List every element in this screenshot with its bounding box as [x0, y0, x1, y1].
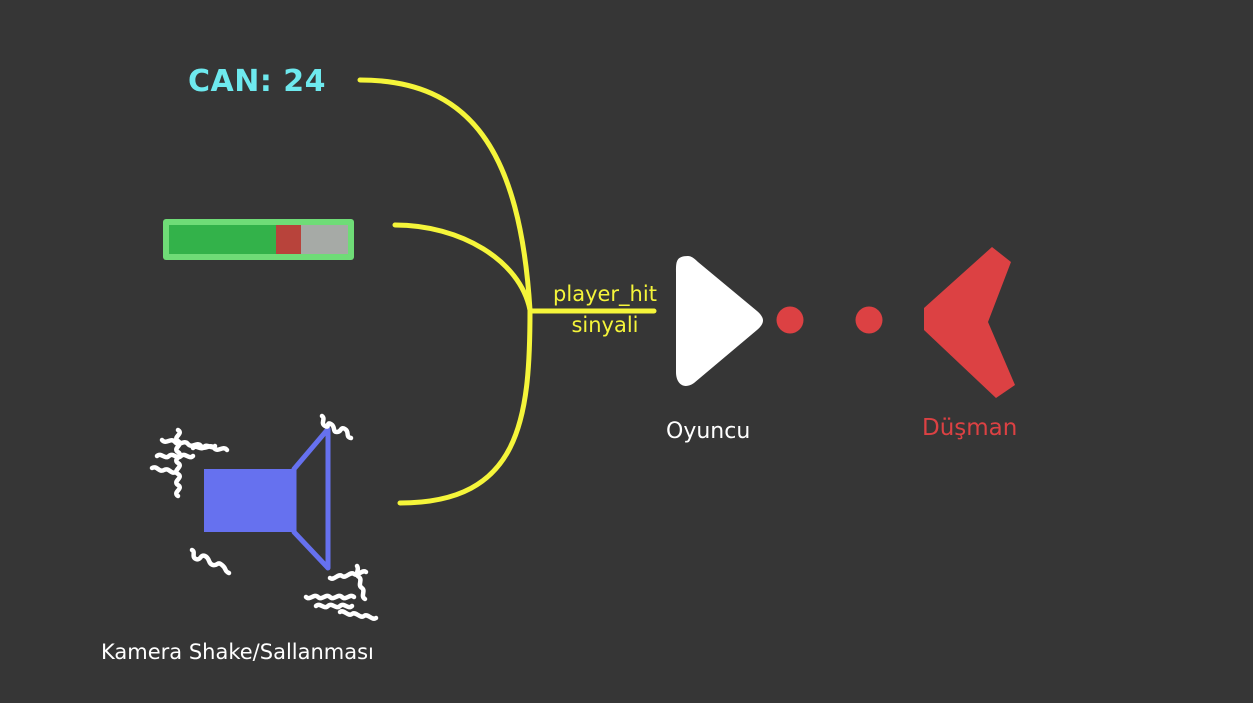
signal-label-line2: sinyali [571, 313, 639, 337]
health-bar [163, 219, 354, 260]
shake-lines-icon [149, 413, 379, 621]
player-label: Oyuncu [666, 419, 751, 444]
signal-connectors [357, 77, 657, 506]
speaker-body [204, 469, 296, 532]
enemy-chevron-icon [924, 247, 1015, 398]
enemy-label: Düşman [922, 415, 1018, 441]
speaker-icon [204, 426, 331, 571]
health-bar-fill [169, 225, 276, 254]
camera-shake-label: Kamera Shake/Sallanması [101, 640, 374, 664]
health-bar-damage [276, 225, 301, 254]
speaker-cone [291, 426, 331, 571]
signal-label: player_hit sinyali [544, 279, 666, 341]
health-value-label: CAN: 24 [188, 64, 327, 99]
trail-dot [855, 306, 883, 334]
player-triangle-icon [676, 256, 763, 386]
connector-to-camera [397, 307, 533, 506]
trail-dot [776, 306, 804, 334]
connector-to-health-bar [392, 222, 533, 313]
signal-label-line1: player_hit [553, 282, 657, 306]
connector-to-health-label [357, 77, 533, 313]
